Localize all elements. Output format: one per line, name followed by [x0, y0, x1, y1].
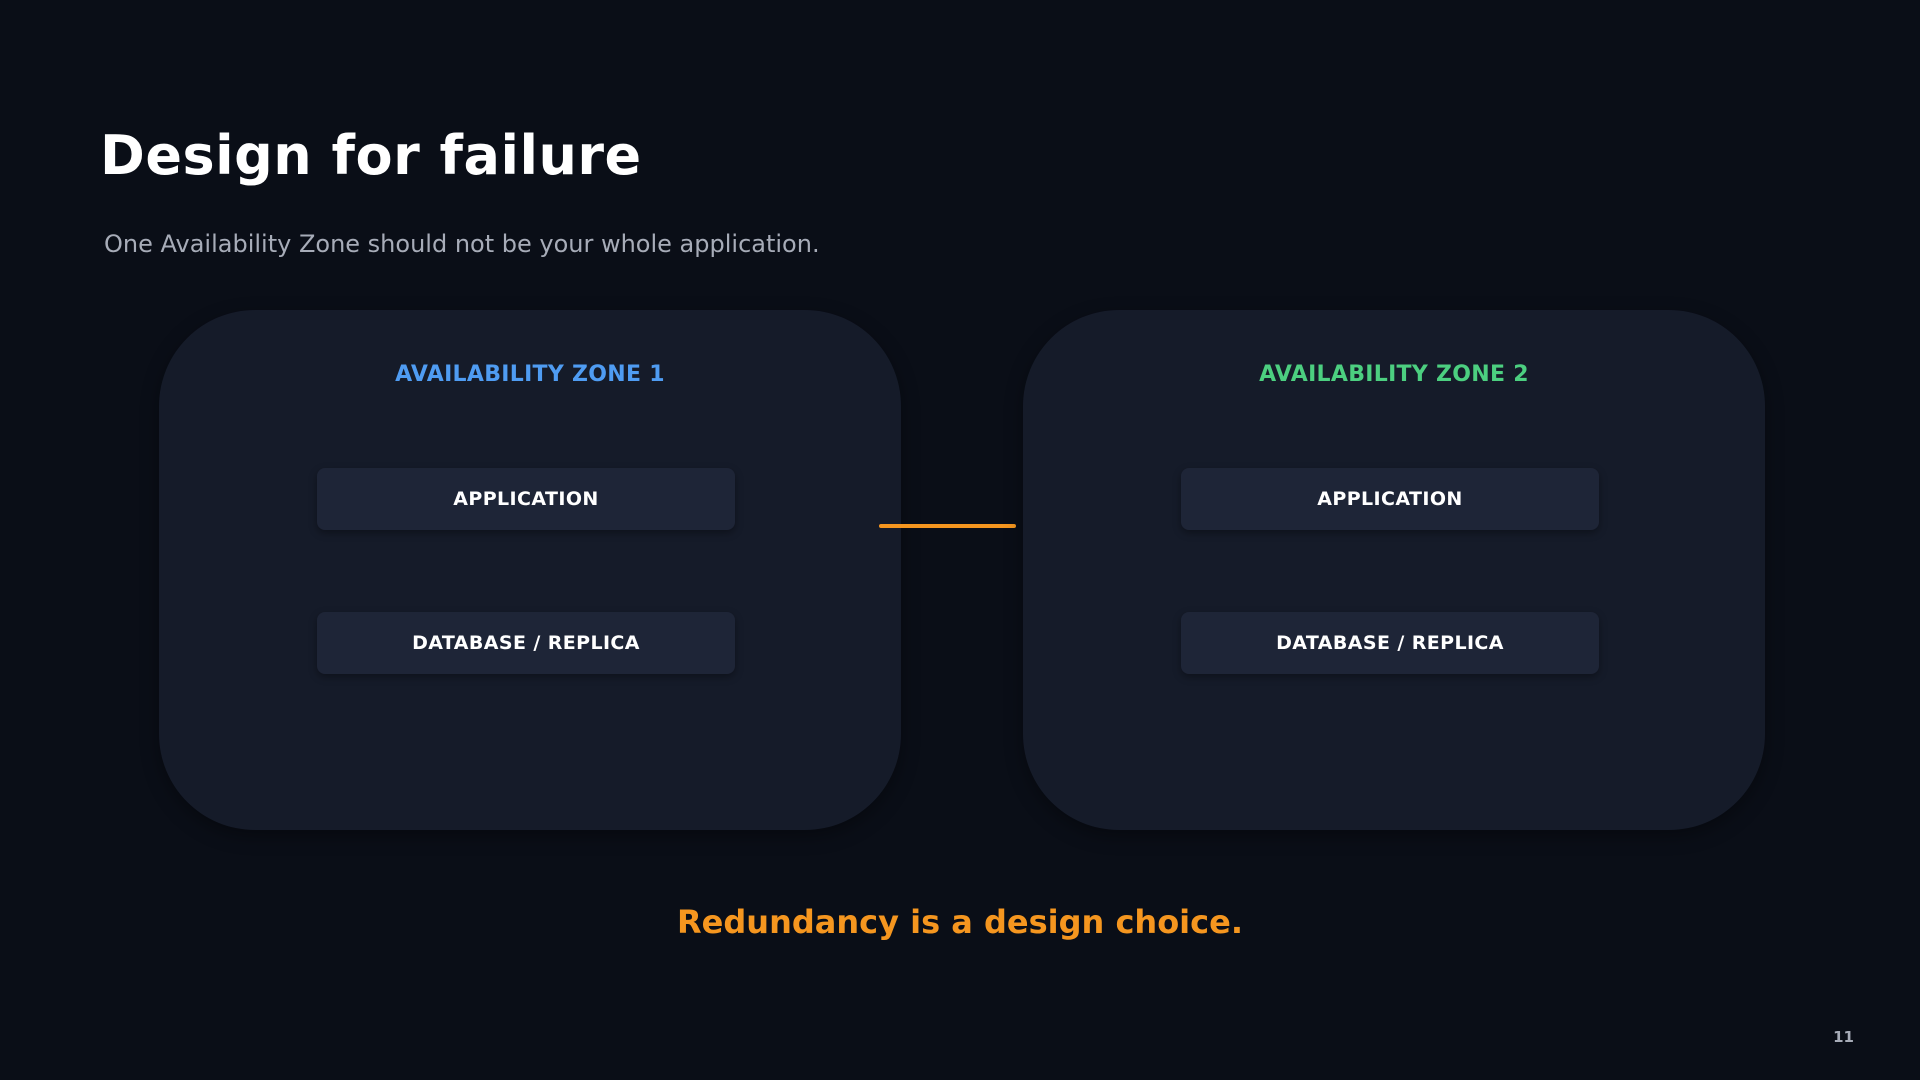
zone-1-database-replica-box: DATABASE / REPLICA	[317, 612, 735, 674]
availability-zone-2-label: AVAILABILITY ZONE 2	[1259, 362, 1529, 387]
slide-subtitle: One Availability Zone should not be your…	[104, 230, 820, 258]
zone-2-database-replica-box: DATABASE / REPLICA	[1181, 612, 1599, 674]
zone-1-application-box: APPLICATION	[317, 468, 735, 530]
availability-zone-1-label: AVAILABILITY ZONE 1	[395, 362, 665, 387]
availability-zone-1-panel: AVAILABILITY ZONE 1 APPLICATION DATABASE…	[159, 310, 901, 830]
zone-2-application-box: APPLICATION	[1181, 468, 1599, 530]
slide-title: Design for failure	[100, 124, 642, 187]
slide-tagline: Redundancy is a design choice.	[677, 903, 1243, 941]
page-number: 11	[1833, 1028, 1854, 1046]
availability-zone-2-panel: AVAILABILITY ZONE 2 APPLICATION DATABASE…	[1023, 310, 1765, 830]
replication-connector-line	[879, 524, 1016, 528]
